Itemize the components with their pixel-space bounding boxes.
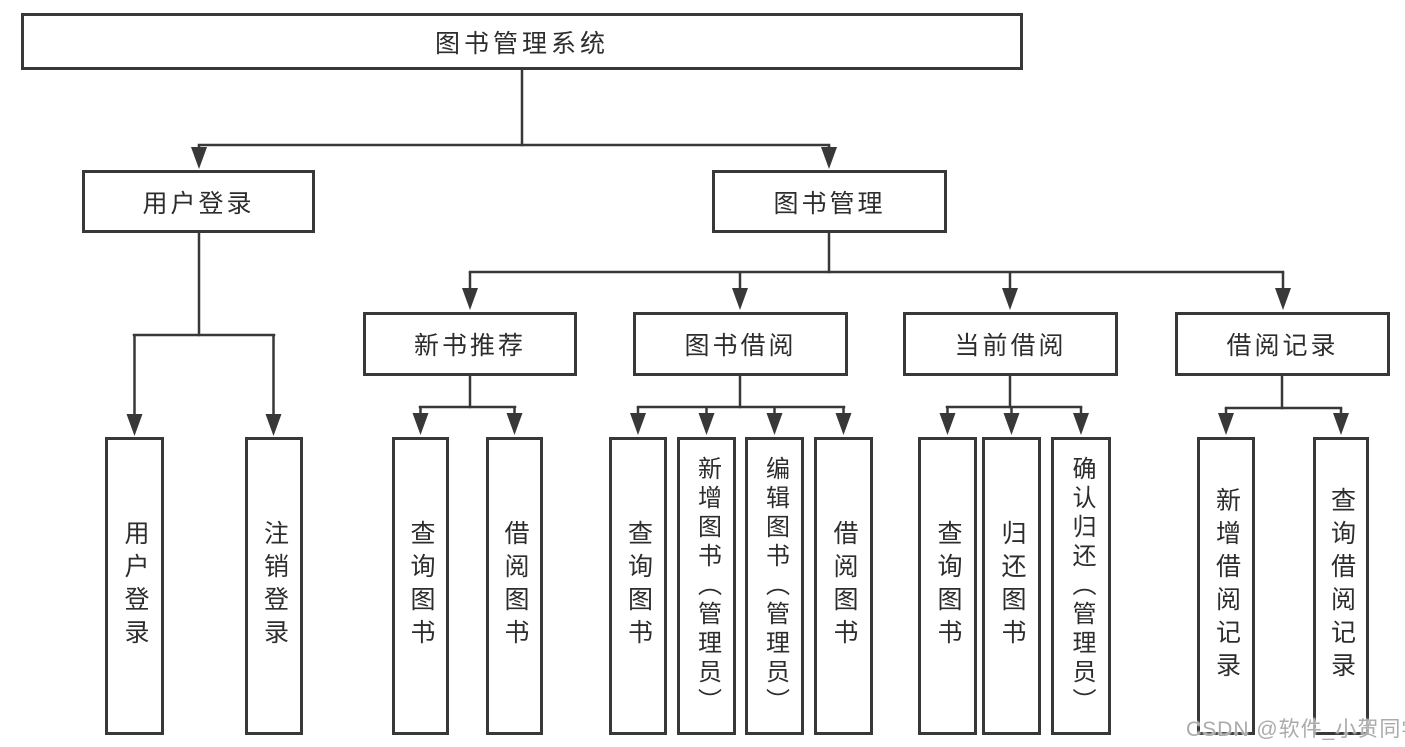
node-root: 图书管理系统 xyxy=(21,13,1023,70)
arrowhead-icon xyxy=(462,288,478,310)
leaf-label: 确认归还（管理员） xyxy=(1068,455,1095,717)
leaf-label: 借阅图书 xyxy=(830,520,858,652)
connector-arrowheads xyxy=(126,145,1349,436)
leaf-borrow-books-rec: 借阅图书 xyxy=(486,437,543,735)
node-book-mgmt: 图书管理 xyxy=(712,170,947,233)
leaf-edit-books-admin: 编辑图书（管理员） xyxy=(745,437,804,735)
arrowhead-icon xyxy=(126,414,143,436)
leaf-label: 归还图书 xyxy=(998,520,1026,652)
leaf-label: 查询图书 xyxy=(624,520,653,652)
arrowhead-icon xyxy=(939,413,956,435)
arrowhead-icon xyxy=(821,147,837,169)
arrowhead-icon xyxy=(191,147,207,169)
arrowhead-icon xyxy=(1073,413,1089,435)
leaf-query-books-current: 查询图书 xyxy=(918,437,977,735)
leaf-label: 用户登录 xyxy=(121,520,149,652)
node-borrow-records: 借阅记录 xyxy=(1175,312,1390,376)
node-book-borrow: 图书借阅 xyxy=(633,312,848,376)
arrowhead-icon xyxy=(732,288,748,310)
arrowhead-icon xyxy=(506,413,523,435)
leaf-add-books-admin: 新增图书（管理员） xyxy=(677,437,736,735)
arrowhead-icon xyxy=(1333,413,1349,435)
leaf-borrow-books: 借阅图书 xyxy=(814,437,873,735)
leaf-label: 新增借阅记录 xyxy=(1212,487,1241,685)
arrowhead-icon xyxy=(1003,413,1020,435)
leaf-query-borrow-record: 查询借阅记录 xyxy=(1313,437,1369,735)
leaf-return-books: 归还图书 xyxy=(982,437,1041,735)
leaf-label: 查询借阅记录 xyxy=(1327,487,1356,685)
leaf-label: 注销登录 xyxy=(260,520,289,652)
leaf-add-borrow-record: 新增借阅记录 xyxy=(1197,437,1255,735)
leaf-label: 借阅图书 xyxy=(501,520,529,652)
leaf-label: 编辑图书（管理员） xyxy=(761,455,789,717)
leaf-logout: 注销登录 xyxy=(245,437,303,735)
leaf-confirm-return-admin: 确认归还（管理员） xyxy=(1051,437,1111,735)
node-current-borrow: 当前借阅 xyxy=(903,312,1118,376)
arrowhead-icon xyxy=(835,413,852,435)
leaf-label: 新增图书（管理员） xyxy=(693,455,721,717)
arrowhead-icon xyxy=(412,413,429,435)
leaf-user-login: 用户登录 xyxy=(105,437,164,735)
leaf-label: 查询图书 xyxy=(934,520,962,652)
leaf-label: 查询图书 xyxy=(407,520,435,652)
arrowhead-icon xyxy=(1275,288,1291,310)
node-user-login: 用户登录 xyxy=(82,170,315,233)
leaf-query-books-rec: 查询图书 xyxy=(392,437,449,735)
arrowhead-icon xyxy=(1218,413,1234,435)
node-new-book-rec: 新书推荐 xyxy=(363,312,577,376)
arrowhead-icon xyxy=(630,413,646,435)
arrowhead-icon xyxy=(265,414,282,436)
arrowhead-icon xyxy=(766,413,783,435)
leaf-query-books-borrow: 查询图书 xyxy=(609,437,667,735)
arrowhead-icon xyxy=(1002,288,1018,310)
arrowhead-icon xyxy=(698,413,715,435)
csdn-watermark: CSDN @软件_小贺同学 xyxy=(1186,718,1405,741)
